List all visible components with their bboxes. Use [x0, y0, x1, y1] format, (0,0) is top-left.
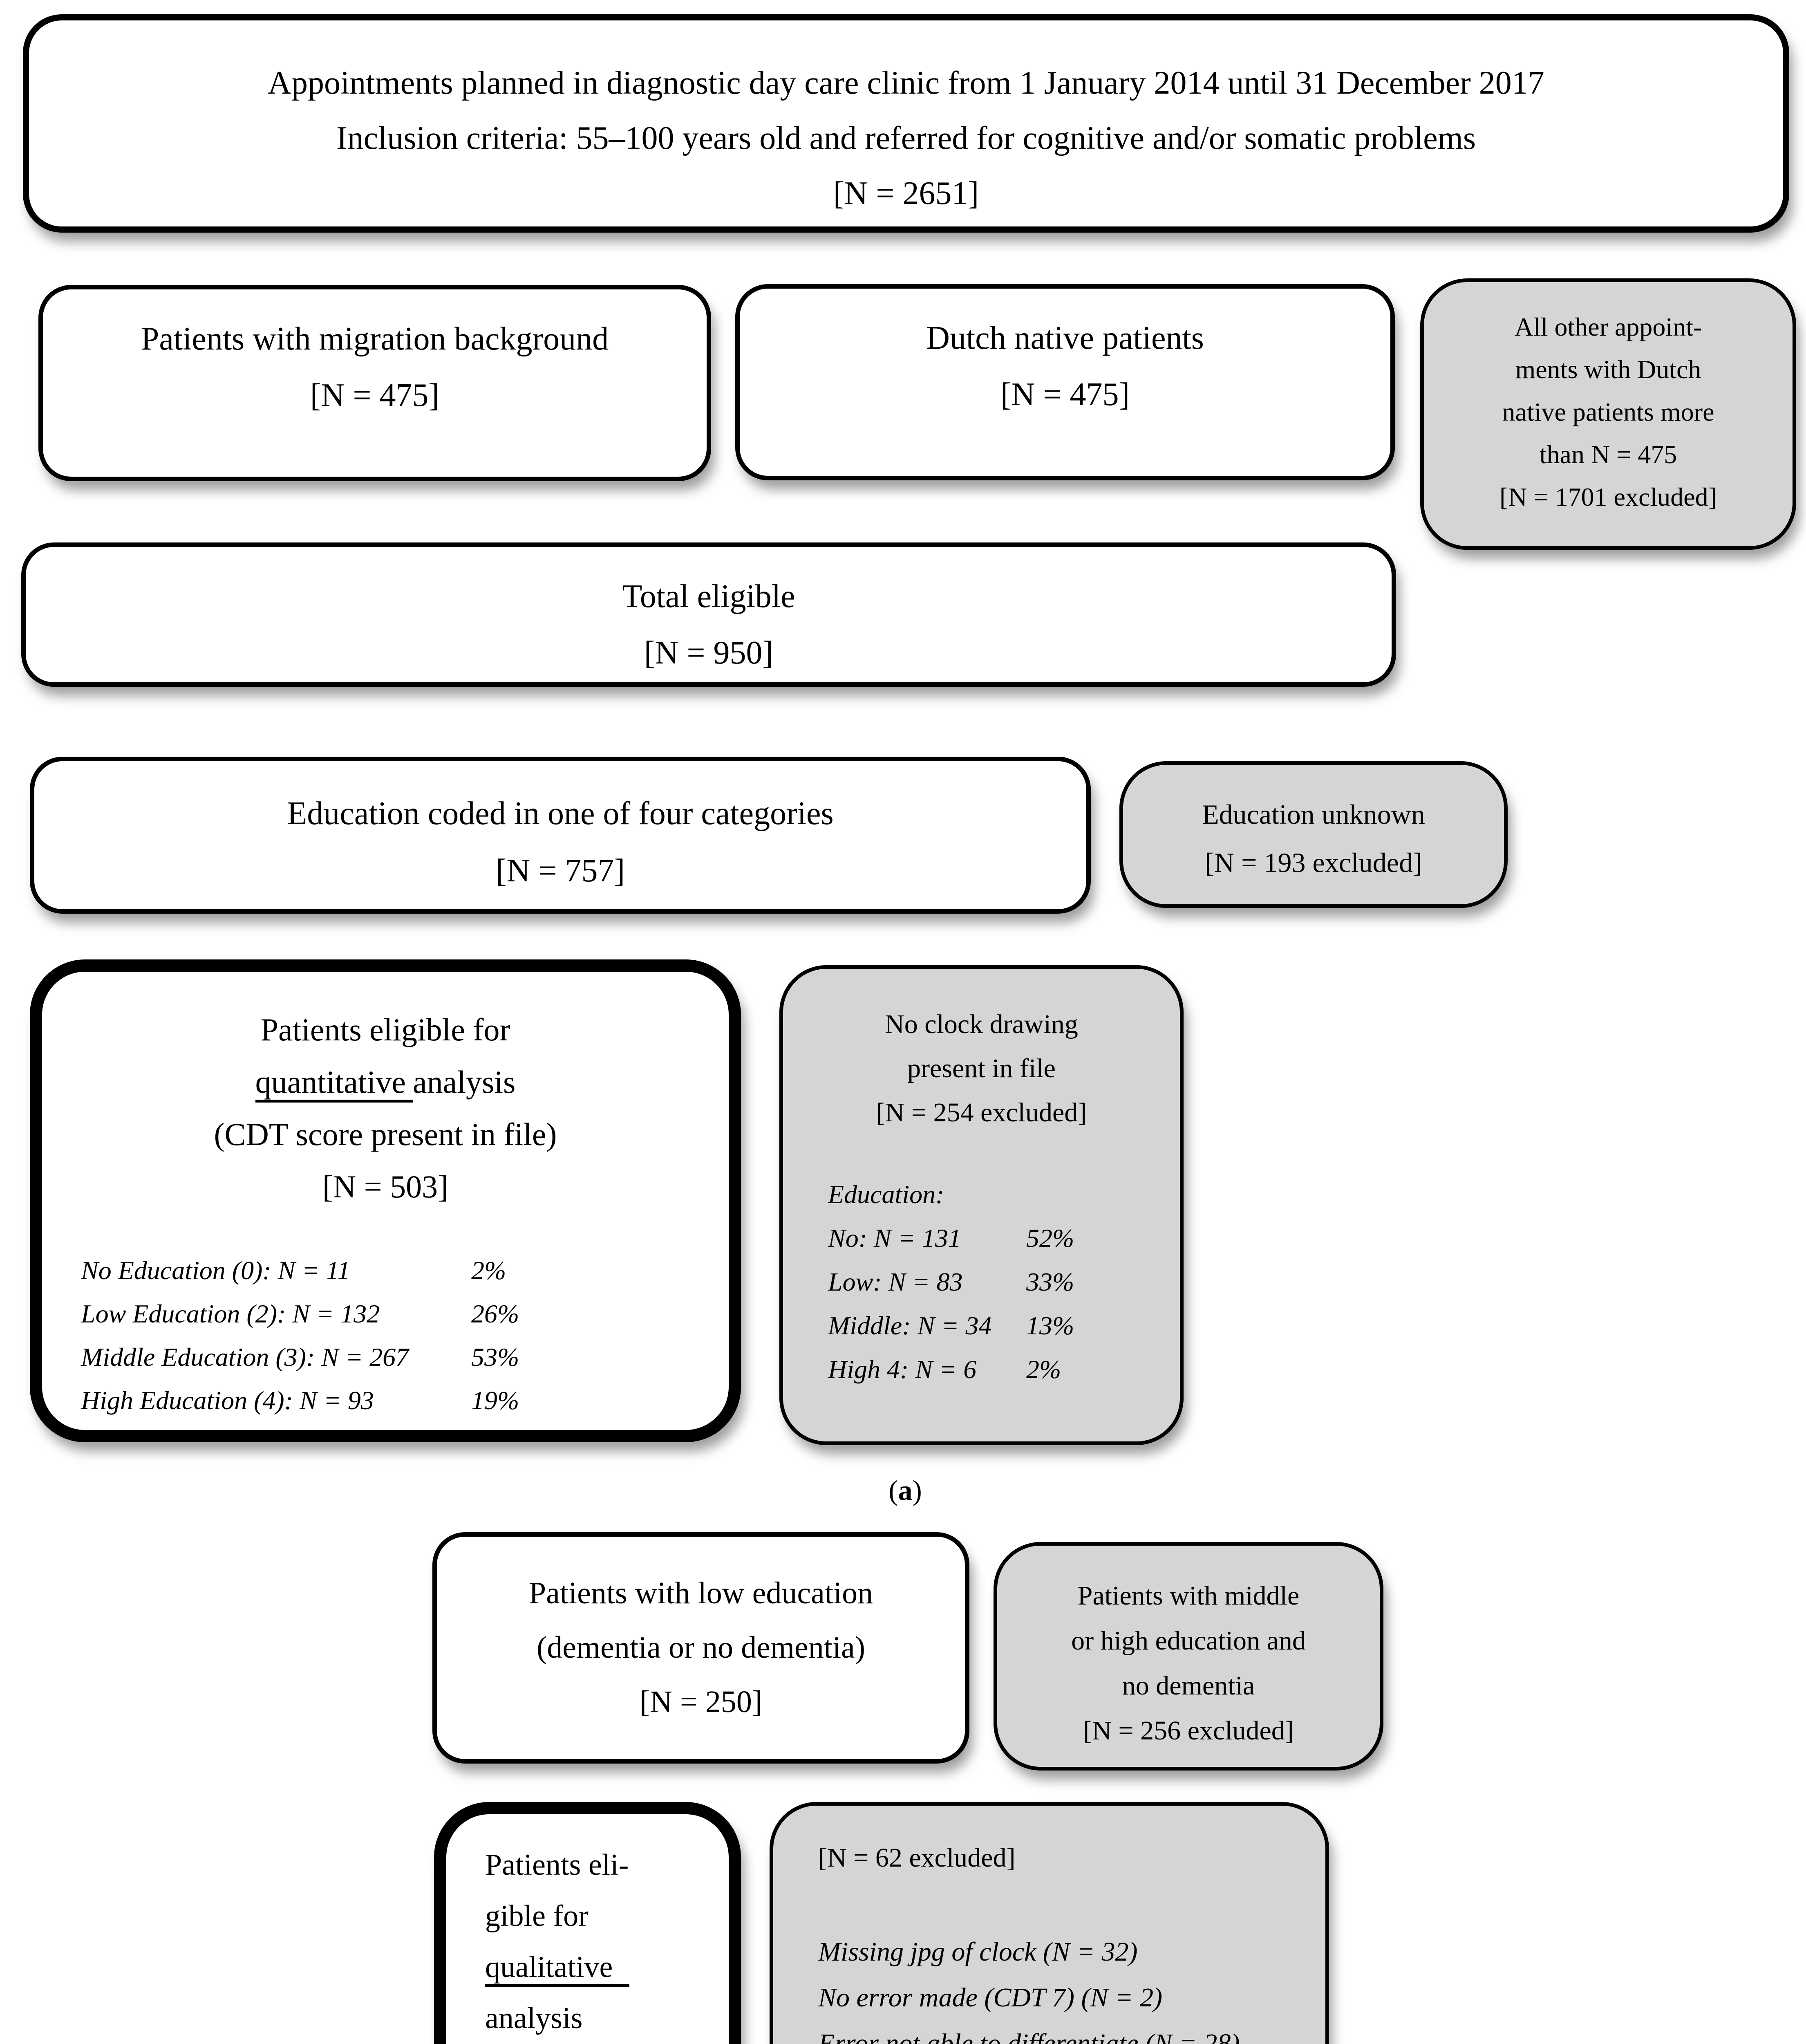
box-appointments-line2: Inclusion criteria: 55–100 years old and… — [336, 120, 1476, 156]
box-low-education-line2: (dementia or no dementia) — [536, 1630, 865, 1665]
box-migration-background: Patients with migration background [N = … — [38, 285, 711, 481]
box-quantitative-count: [N = 503] — [322, 1169, 449, 1204]
box-all-other-excluded: All other appoint- ments with Dutch nati… — [1420, 278, 1796, 550]
box-total-label: Total eligible — [622, 578, 795, 614]
panel-a-label: (a) — [888, 1475, 922, 1506]
box-middle-high-line2: or high education and — [1071, 1626, 1306, 1656]
box-quantitative-title2-rest: analysis — [413, 1064, 516, 1100]
box-no-clock-drawing: No clock drawing present in file [N = 25… — [779, 965, 1184, 1445]
box-all-other-line2: ments with Dutch — [1515, 355, 1701, 384]
box-qualitative-line1: Patients eli- — [485, 1848, 629, 1882]
list-item: No error made (CDT 7) (N = 2) — [818, 1983, 1163, 2013]
box-education-label: Education coded in one of four categorie… — [287, 796, 834, 831]
box-no-clock-line1: No clock drawing — [885, 1009, 1078, 1039]
box-no-clock-line2: present in file — [907, 1053, 1056, 1083]
box-dutch-native: Dutch native patients [N = 475] — [735, 284, 1395, 480]
box-62-excluded: [N = 62 excluded] Missing jpg of clock (… — [770, 1802, 1329, 2044]
box-quantitative-title3: (CDT score present in file) — [214, 1116, 557, 1152]
box-quantitative-title1: Patients eligible for — [260, 1012, 510, 1047]
box-low-education-count: [N = 250] — [639, 1685, 763, 1719]
box-middle-high-line1: Patients with middle — [1077, 1581, 1300, 1611]
box-education-coded: Education coded in one of four categorie… — [30, 757, 1091, 914]
box-migration-label: Patients with migration background — [141, 321, 609, 357]
box-total-count: [N = 950] — [644, 635, 774, 671]
box-qualitative-line3: qualitative — [485, 1942, 716, 1993]
box-education-unknown-label: Education unknown — [1202, 799, 1425, 830]
box-all-other-line3: native patients more — [1502, 397, 1714, 426]
underlined-qualitative: qualitative — [485, 1950, 630, 1987]
box-qualitative-line2: gible for — [485, 1899, 589, 1933]
box-62-excluded-reasons: Missing jpg of clock (N = 32) No error m… — [818, 1929, 1287, 2044]
box-qualitative-analysis: Patients eli- gible for qualitative anal… — [434, 1802, 741, 2044]
box-middle-high-education: Patients with middle or high education a… — [994, 1542, 1383, 1771]
no-clock-education-header: Education: — [828, 1180, 944, 1209]
box-middle-high-count: [N = 256 excluded] — [1083, 1716, 1294, 1746]
box-all-other-line4: than N = 475 — [1539, 440, 1677, 469]
box-62-excluded-count: [N = 62 excluded] — [818, 1843, 1016, 1873]
box-appointments-line1: Appointments planned in diagnostic day c… — [268, 65, 1544, 101]
box-appointments-count: [N = 2651] — [833, 175, 979, 211]
box-appointments-planned: Appointments planned in diagnostic day c… — [23, 14, 1789, 233]
box-education-unknown: Education unknown [N = 193 excluded] — [1119, 761, 1508, 908]
box-low-education-line1: Patients with low education — [528, 1576, 873, 1610]
box-migration-count: [N = 475] — [310, 377, 440, 413]
list-item: Error not able to differentiate (N = 28) — [818, 2028, 1240, 2044]
box-dutch-count: [N = 475] — [1000, 377, 1130, 412]
box-low-education: Patients with low education (dementia or… — [432, 1532, 969, 1764]
box-all-other-count: [N = 1701 excluded] — [1499, 482, 1717, 511]
box-dutch-label: Dutch native patients — [926, 320, 1204, 356]
box-education-unknown-count: [N = 193 excluded] — [1205, 847, 1422, 878]
box-no-clock-count: [N = 254 excluded] — [876, 1098, 1087, 1127]
box-middle-high-line3: no dementia — [1122, 1671, 1255, 1701]
box-qualitative-line4: analysis — [485, 2001, 583, 2035]
box-total-eligible: Total eligible [N = 950] — [21, 542, 1396, 687]
list-item: Missing jpg of clock (N = 32) — [818, 1937, 1138, 1967]
underlined-quantitative: quantitative — [255, 1064, 413, 1103]
box-all-other-line1: All other appoint- — [1514, 312, 1702, 341]
box-education-count: [N = 757] — [495, 853, 625, 889]
